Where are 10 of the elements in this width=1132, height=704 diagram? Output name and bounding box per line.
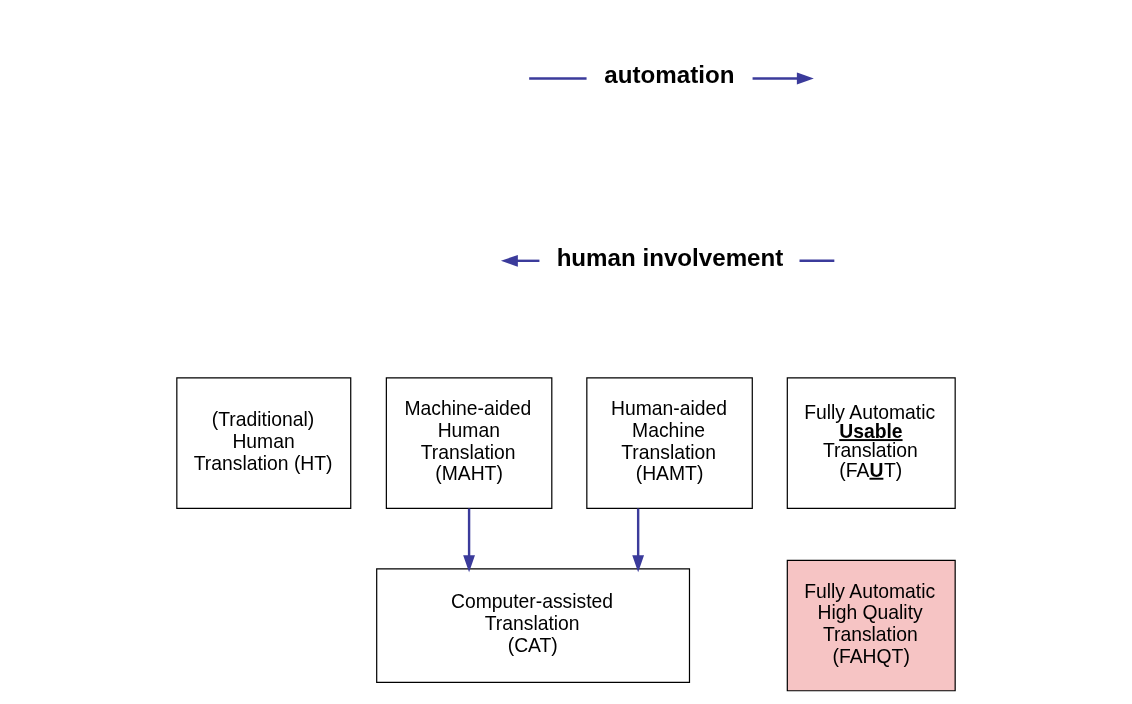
arrow: [463, 508, 475, 573]
node-box: Machine-aided Human Translation (MAHT): [385, 377, 553, 509]
node-box: (Traditional) Human Translation (HT): [176, 377, 352, 509]
node-box: Fully Automatic High Quality Translation (FAHQT): [786, 559, 956, 692]
arrow: [632, 508, 645, 573]
node-box: Human-aided Machine Translation (HAMT): [586, 377, 753, 509]
node-box: Computer-assisted Translation (CAT): [376, 568, 691, 683]
label: human involvement: [556, 243, 784, 271]
node-box: Fully Automatic Usable Translation (FAUT): [786, 377, 956, 509]
label: automation: [604, 61, 735, 89]
